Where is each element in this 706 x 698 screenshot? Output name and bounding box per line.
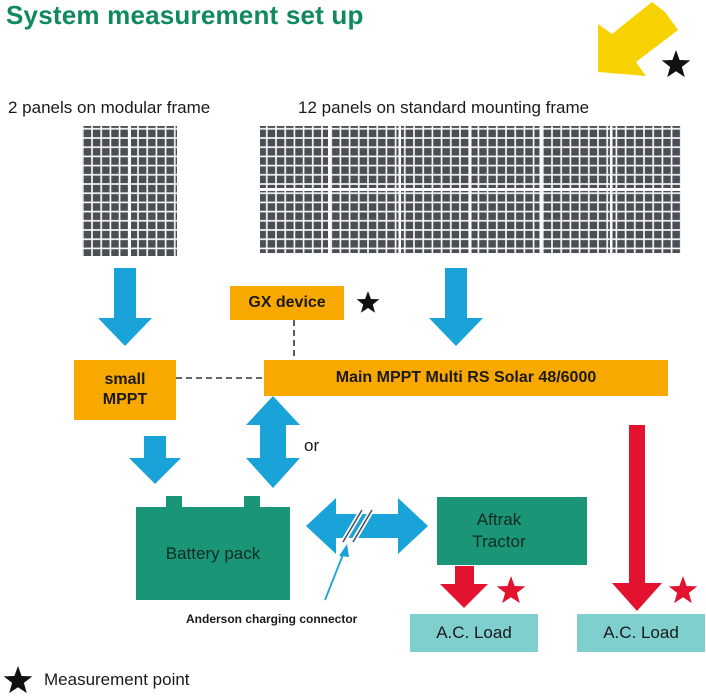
measurement-point-icon (661, 50, 691, 78)
measurement-point-icon (496, 576, 526, 604)
blue-arrows (98, 268, 483, 554)
solar-panel (471, 126, 540, 188)
arrow-panels-to-small-mppt (98, 268, 152, 346)
ac-load-box-left: A.C. Load (410, 614, 538, 652)
small-mppt-label-line1: small (104, 371, 146, 388)
arrow-panels-to-main-mppt (429, 268, 483, 346)
solar-panel (401, 126, 469, 188)
arrow-tractor-to-ac-load (440, 566, 488, 608)
legend-label: Measurement point (44, 670, 190, 689)
small-mppt-box: small MPPT (74, 360, 176, 420)
solar-panel (401, 191, 469, 253)
main-mppt-label: Main MPPT Multi RS Solar 48/6000 (335, 369, 597, 386)
measurement-point-icon (668, 576, 698, 604)
main-mppt-box: Main MPPT Multi RS Solar 48/6000 (264, 360, 668, 396)
ac-load-label-right: A.C. Load (603, 623, 679, 642)
ac-load-box-right: A.C. Load (577, 614, 705, 652)
tractor-box: Aftrak Tractor (437, 497, 587, 565)
tractor-label-line1: Aftrak (476, 510, 522, 529)
battery-pack-label: Battery pack (165, 543, 261, 563)
diagram-title: System measurement set up (6, 0, 364, 30)
solar-panel (542, 191, 610, 253)
legend-star-icon (3, 666, 33, 694)
solar-panel (612, 126, 681, 188)
caption-standard-frame: 12 panels on standard mounting frame (298, 98, 590, 117)
solar-panel (330, 126, 399, 188)
caption-modular-frame: 2 panels on modular frame (8, 98, 211, 117)
battery-pack-box: Battery pack (136, 507, 290, 600)
solar-panel (471, 191, 540, 253)
solar-panel (131, 126, 177, 256)
solar-panel (542, 126, 610, 188)
connector-break-mark (352, 509, 373, 543)
anderson-connector-label: Anderson charging connector (186, 612, 358, 626)
measurement-point-icon (356, 291, 380, 313)
battery-terminal (244, 496, 260, 508)
solar-panel (260, 126, 328, 188)
connector-break-mark (342, 509, 363, 543)
standard-panels (260, 126, 681, 253)
solar-panel (330, 191, 399, 253)
solar-panel (260, 191, 328, 253)
arrow-battery-main-bidirectional (246, 396, 300, 488)
gx-device-box: GX device (230, 286, 344, 320)
small-mppt-label-line2: MPPT (102, 391, 148, 408)
modular-panels (82, 126, 177, 256)
anderson-pointer (324, 551, 345, 601)
solar-panel (612, 191, 681, 253)
arrow-small-mppt-to-battery (129, 436, 181, 484)
or-label: or (304, 436, 320, 455)
gx-device-label: GX device (248, 294, 326, 311)
anderson-pointer-head (339, 544, 349, 557)
arrow-main-mppt-to-ac-load (612, 425, 662, 611)
battery-terminal (166, 496, 182, 508)
tractor-label-line2: Tractor (472, 532, 526, 551)
solar-panel (82, 126, 128, 256)
sun-arrow (598, 2, 678, 76)
arrow-battery-tractor-bidirectional (306, 498, 428, 554)
ac-load-label-left: A.C. Load (436, 623, 512, 642)
